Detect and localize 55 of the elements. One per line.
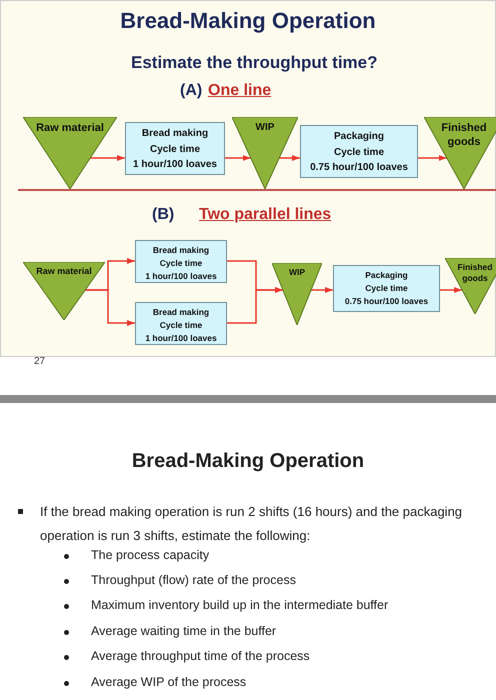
node-text: Cycle time [158, 257, 204, 270]
bullet-text: Average waiting time in the buffer [91, 624, 276, 638]
inventory-triangle [23, 117, 117, 189]
inventory-triangle [424, 117, 496, 189]
node-text: Bread making [152, 306, 210, 319]
section-heading: Two parallel lines [199, 206, 332, 224]
arrow [279, 155, 300, 161]
process-box [135, 302, 227, 345]
node-text: 1 hour/100 loaves [132, 158, 218, 172]
bullet-text: Maximum inventory build up in the intermediate buffer [91, 598, 388, 612]
node-text: Packaging [364, 269, 409, 282]
bullet-text: Average WIP of the process [91, 675, 246, 689]
bullet-text: If the bread making operation is run 2 shifts (16 hours) and the packaging operation is run 3 shifts, estimate the following: [40, 503, 464, 546]
process-box [333, 265, 440, 312]
section-letter: (A) [180, 82, 202, 100]
arrow [85, 289, 135, 326]
inventory-triangle [232, 117, 298, 189]
section-letter: (B) [152, 206, 174, 224]
node-text: Finished goods [456, 262, 494, 284]
node-text: 1 hour/100 loaves [144, 270, 218, 284]
node-text: 0.75 hour/100 loaves [344, 295, 430, 308]
node-text: Raw material [35, 266, 93, 278]
section-heading: One line [208, 82, 272, 100]
node-text: Cycle time [364, 282, 409, 296]
node-text: WIP [254, 121, 276, 134]
node-text: 0.75 hour/100 loaves [309, 161, 409, 175]
process-box [300, 125, 418, 178]
arrow [90, 155, 125, 161]
node-text: 1 hour/100 loaves [144, 332, 218, 346]
inventory-triangle [445, 258, 496, 314]
slide-title: Bread-Making Operation [119, 8, 377, 34]
arrow [440, 287, 462, 293]
node-text: Bread making [152, 244, 210, 257]
question-text: Estimate the throughput time? [131, 53, 378, 73]
process-box [125, 122, 225, 175]
node-text: Finished goods [440, 121, 488, 150]
page-number: 27 [34, 356, 46, 367]
process-box [135, 240, 227, 283]
inventory-triangle [23, 262, 105, 320]
bullet-text: Average throughput time of the process [91, 649, 310, 663]
arrow [225, 155, 251, 161]
node-text: Packaging [332, 130, 386, 144]
node-text: Cycle time [148, 142, 202, 156]
node-text: Cycle time [158, 319, 204, 332]
node-text: Raw material [35, 121, 105, 136]
node-text: WIP [288, 267, 306, 278]
arrow [311, 287, 333, 293]
node-text: Bread making [140, 127, 210, 141]
inventory-triangle [272, 263, 322, 325]
node-text: Cycle time [332, 146, 386, 160]
bullet-text: The process capacity [91, 548, 210, 562]
slide-title: Bread-Making Operation [130, 450, 366, 473]
bullet-text: Throughput (flow) rate of the process [91, 573, 296, 587]
arrow [227, 287, 283, 324]
arrow [418, 155, 447, 161]
